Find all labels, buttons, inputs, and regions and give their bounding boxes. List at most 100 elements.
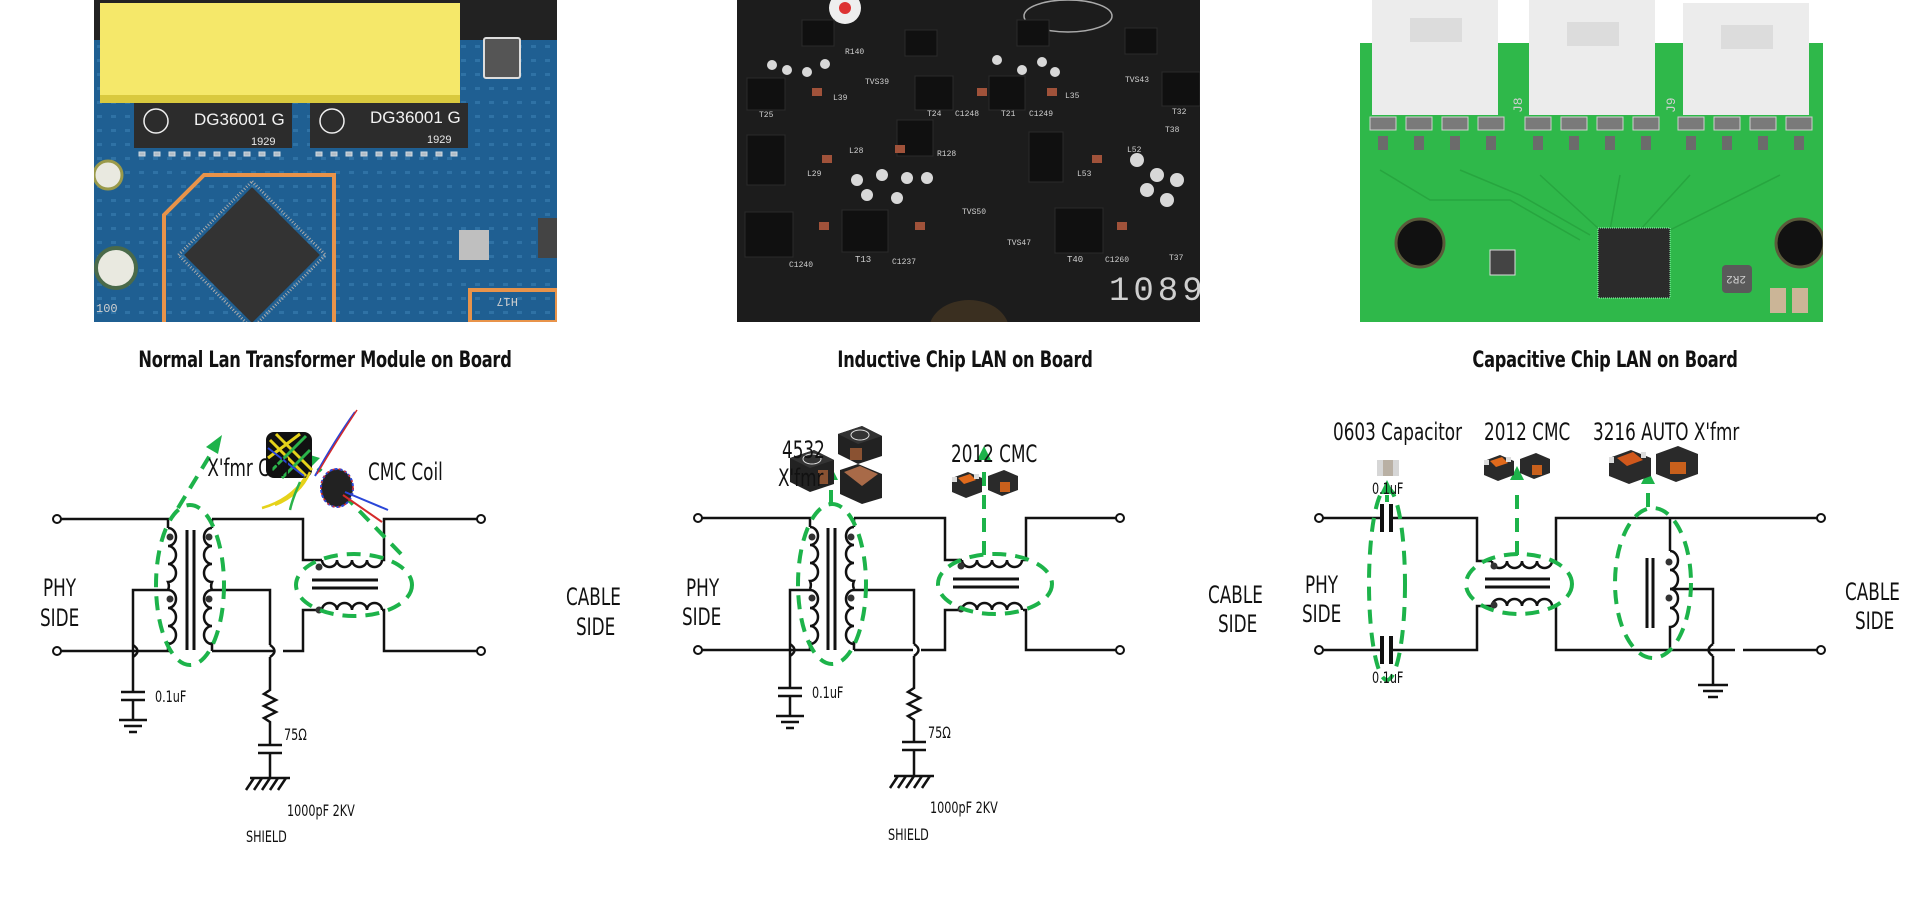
capacitor-value: 0.1uF xyxy=(155,689,186,707)
phy-side-label: SIDE xyxy=(682,604,721,632)
xfmr-coil-image xyxy=(261,432,314,511)
schematic-capacitive-chip-lan: 0603 Capacitor 2012 CMC 3216 AUTO X'fmr … xyxy=(1302,419,1900,699)
pcb-photo-illustration: J8 J9 2R2 xyxy=(1360,0,1823,322)
terminal-nodes xyxy=(1314,513,1826,655)
silkscreen-label: T13 xyxy=(855,255,871,265)
silkscreen-label: T25 xyxy=(759,111,774,120)
cable-side-label: CABLE xyxy=(566,584,621,612)
chip-auto-transformer-image xyxy=(1609,446,1698,484)
cmc-symbol xyxy=(1485,560,1554,607)
silkscreen-label: C1260 xyxy=(1105,256,1129,265)
capacitor-value: 0.1uF xyxy=(1372,481,1403,499)
silkscreen-label: T21 xyxy=(1001,110,1016,119)
resistor-value: 75Ω xyxy=(284,727,307,745)
silkscreen-label: 100 xyxy=(96,302,118,316)
auto-transformer-symbol xyxy=(1645,549,1680,630)
cable-side-label: SIDE xyxy=(576,614,615,642)
schematic-inductive-chip-lan: 4532 X'fmr 2012 CMC PHY SIDE CABLE SIDE … xyxy=(682,426,1263,845)
part-label: 0603 Capacitor xyxy=(1333,419,1462,447)
phy-side-label: SIDE xyxy=(40,605,79,633)
phy-side-label: PHY xyxy=(686,575,719,603)
silkscreen-label: C1240 xyxy=(789,261,813,270)
photo-lan-transformer-module-board: DG36001 G DG36001 G 1929 1929 H17 100 xyxy=(94,0,557,322)
chip-transformer-footprints xyxy=(744,19,1200,258)
phy-side-label: SIDE xyxy=(1302,601,1341,629)
shield-label: SHIELD xyxy=(888,827,929,845)
shield-label: SHIELD xyxy=(246,829,287,847)
circuit-wires xyxy=(700,516,1120,789)
date-code: 1929 xyxy=(251,136,275,148)
part-label: 2012 CMC xyxy=(951,441,1037,469)
photo-capacitive-chip-lan-board: J8 J9 2R2 xyxy=(1360,0,1823,322)
terminal-nodes xyxy=(693,513,1125,655)
highlight-ellipse xyxy=(796,470,1054,666)
silkscreen-label: L39 xyxy=(833,94,848,103)
chip-marking: DG36001 G xyxy=(370,108,461,127)
cmc-coil-image xyxy=(314,409,389,523)
silkscreen-label: C1237 xyxy=(892,258,916,267)
silkscreen-label: R140 xyxy=(845,48,864,57)
silkscreen-label: L28 xyxy=(849,147,864,156)
transformer-symbol xyxy=(808,518,856,650)
cmc-symbol xyxy=(953,559,1024,611)
pcb-photo-illustration: DG36001 G DG36001 G 1929 1929 H17 100 xyxy=(94,0,557,322)
silkscreen-label: T40 xyxy=(1067,255,1083,265)
yellow-module-housing xyxy=(100,3,460,101)
schematic-normal-lan-transformer: X'fmr Coil CMC Coil PHY SIDE CABLE SIDE … xyxy=(40,409,621,847)
silkscreen-label: TVS39 xyxy=(865,78,889,87)
chip-transformer-image xyxy=(790,426,882,504)
silkscreen-label: TVS43 xyxy=(1125,76,1149,85)
terminal-nodes xyxy=(52,514,486,656)
part-label: CMC Coil xyxy=(368,459,443,487)
silkscreen-label: T37 xyxy=(1169,254,1184,263)
pcb-photo-illustration: T25 T24 T21 T32 T13 T40 T37 T38 L39 L35 … xyxy=(737,0,1200,322)
part-label: X'fmr Coil xyxy=(207,455,289,483)
board-number: 1089 xyxy=(1109,273,1200,311)
capacitor-symbol xyxy=(1380,504,1393,664)
silkscreen-label: L52 xyxy=(1127,146,1142,155)
circuit-wires xyxy=(60,517,478,791)
power-inductor xyxy=(1722,265,1752,293)
pcb-trace-orange xyxy=(162,173,336,322)
chip-marking: DG36001 G xyxy=(194,110,285,129)
silkscreen-label: T38 xyxy=(1165,126,1180,135)
silkscreen-label: L29 xyxy=(807,170,822,179)
part-label: 3216 AUTO X'fmr xyxy=(1593,419,1739,447)
silkscreen-label: C1249 xyxy=(1029,110,1053,119)
chip-cmc-image xyxy=(1484,453,1550,481)
lan-ic-chip xyxy=(1597,227,1671,299)
part-label: 2012 CMC xyxy=(1484,419,1570,447)
transformer-symbol xyxy=(166,519,214,651)
resistor-value: 75Ω xyxy=(928,725,951,743)
cable-side-label: CABLE xyxy=(1208,582,1263,610)
silkscreen-label: C1248 xyxy=(955,110,979,119)
rj45-jacks xyxy=(1372,0,1809,115)
capacitor-value: 0.1uF xyxy=(812,685,843,703)
silkscreen-label: TVS47 xyxy=(1007,239,1031,248)
mounting-screw xyxy=(1774,217,1823,269)
silkscreen-label: T32 xyxy=(1172,108,1187,117)
circuit-wires xyxy=(1322,516,1820,699)
panel-title: Inductive Chip LAN on Board xyxy=(837,348,1093,373)
silkscreen-label: J9 xyxy=(1664,97,1679,113)
capacitor-value: 0.1uF xyxy=(1372,670,1403,688)
phy-side-label: PHY xyxy=(43,575,76,603)
chip-cmc-image xyxy=(952,470,1018,498)
mounting-screw xyxy=(1394,217,1446,269)
cable-side-label: SIDE xyxy=(1855,608,1894,636)
hv-capacitor-value: 1000pF 2KV xyxy=(930,800,998,818)
silkscreen-label: L53 xyxy=(1077,170,1092,179)
cable-side-label: CABLE xyxy=(1845,579,1900,607)
part-label: X'fmr xyxy=(778,465,823,493)
silkscreen-label: R128 xyxy=(937,150,956,159)
part-label: 4532 xyxy=(782,437,825,465)
silkscreen-label: J8 xyxy=(1511,97,1526,113)
cable-side-label: SIDE xyxy=(1218,611,1257,639)
silkscreen-label: 2R2 xyxy=(1726,272,1746,284)
date-code: 1929 xyxy=(427,134,451,146)
silkscreen-label: L35 xyxy=(1065,92,1080,101)
panel-title: Capacitive Chip LAN on Board xyxy=(1472,348,1738,373)
photo-inductive-chip-lan-board: T25 T24 T21 T32 T13 T40 T37 T38 L39 L35 … xyxy=(737,0,1200,322)
silkscreen-label: TVS50 xyxy=(962,208,986,217)
chip-capacitor-image xyxy=(1377,460,1399,476)
